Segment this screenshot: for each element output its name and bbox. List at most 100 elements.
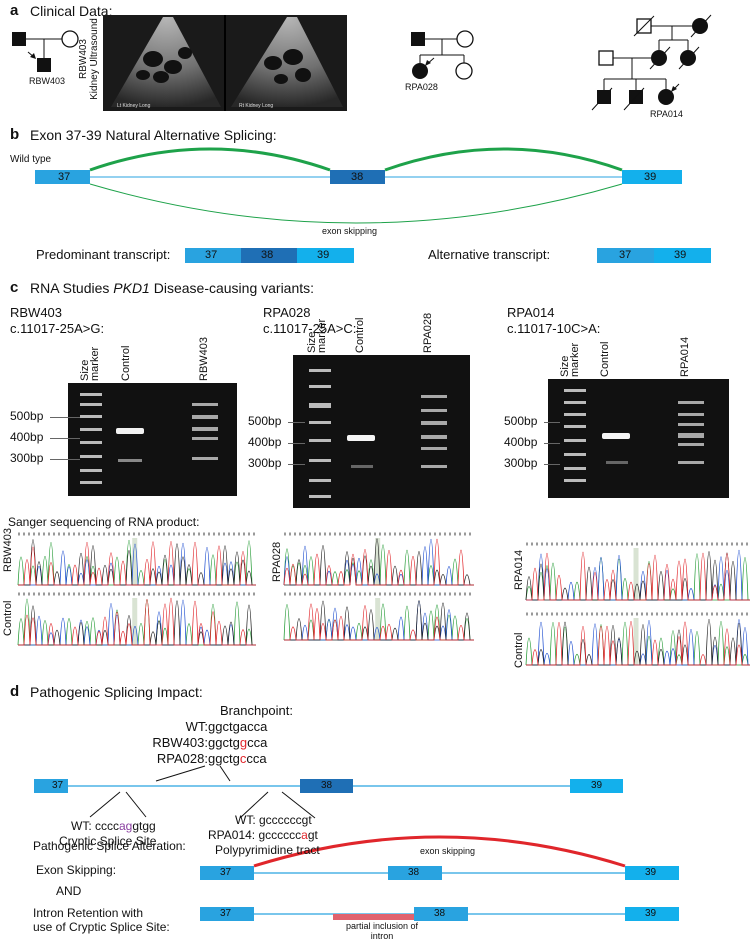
ir-exon-38-label: 38 (434, 908, 446, 919)
pedigree-label-rpa014: RPA014 (650, 109, 683, 119)
pedigree-label-rbw403: RBW403 (29, 76, 66, 86)
poly-title: Polypyrimidine tract (215, 843, 320, 857)
skip-exon-38: 38 (388, 866, 442, 880)
poly-rpa014-post: gt (307, 828, 318, 842)
ladder-tick (544, 464, 560, 465)
d-exon-38: 38 (300, 779, 353, 793)
panel-b-letter: b (10, 126, 20, 143)
branchpoint-rbw403-label: RBW403: (152, 735, 208, 750)
sequence-base: a (260, 735, 268, 750)
sequence-base: g (215, 719, 223, 734)
sequence-base: c (253, 735, 261, 750)
gel2-sample: RPA028 (263, 305, 311, 320)
panel-c-title-suffix: Disease-causing variants: (149, 280, 315, 296)
gel3-variant: c.11017-10C>A: (507, 321, 601, 336)
gel2-variant: c.11017-25A>C: (263, 321, 357, 336)
gel3-ladder-400bp: 400bp (504, 435, 538, 449)
d-exon-37-label: 37 (52, 780, 64, 791)
panel-c-title-gene: PKD1 (113, 280, 150, 296)
predominant-exon-39: 39 (297, 248, 354, 263)
alternative-exon-37: 37 (597, 248, 654, 263)
skip-exon-39: 39 (625, 866, 679, 880)
gel1-sample: RBW403 (10, 305, 63, 320)
gel3-ladder-500bp: 500bp (504, 414, 538, 428)
gel-image-rpa014 (548, 379, 729, 498)
gel1-ladder-400bp: 400bp (10, 430, 44, 444)
sequence-base: c (222, 719, 229, 734)
sanger-title: Sanger sequencing of RNA product: (8, 515, 200, 529)
panel-d-letter: d (10, 683, 20, 700)
gel2-ladder-300bp: 300bp (248, 456, 282, 470)
gel3-sample: RPA014 (507, 305, 555, 320)
sequence-base: t (228, 719, 233, 734)
ladder-tick (544, 443, 560, 444)
sequence-base: t (228, 751, 233, 766)
panel-c-title: RNA Studies PKD1 Disease-causing variant… (30, 280, 314, 296)
gel-image-rbw403 (68, 383, 237, 496)
branchpoint-wt-label: WT: (185, 719, 208, 734)
d-exon-39-label: 39 (591, 780, 603, 791)
panel-a-letter: a (10, 2, 19, 19)
d-exon-37: 37 (34, 779, 68, 793)
sequence-base: c (247, 719, 254, 734)
skip-exon-37-label: 37 (220, 867, 232, 878)
sequence-base: g (232, 735, 240, 750)
predominant-exon-39-label: 39 (317, 249, 330, 261)
alternative-exon-39: 39 (654, 248, 711, 263)
cryptic-wt-pre: cccc (95, 819, 119, 833)
d-exon-38-label: 38 (321, 780, 333, 791)
sequence-base: c (252, 751, 260, 766)
skip-exon-38-label: 38 (408, 867, 420, 878)
cryptic-wt-post: gtgg (132, 819, 156, 833)
exon-37-box (35, 170, 90, 184)
gel3-ladder-300bp: 300bp (504, 456, 538, 470)
exon-skipping-arc-label: exon skipping (420, 846, 476, 856)
sequence-base: a (260, 719, 268, 734)
exon-skipping-label-b: exon skipping (322, 226, 378, 236)
sequence-base: c (247, 735, 254, 750)
sequence-base: a (239, 719, 248, 734)
exon-37-label: 37 (58, 171, 71, 183)
skip-exon-37: 37 (200, 866, 254, 880)
sequence-base: c (222, 751, 229, 766)
skip-exon-39-label: 39 (645, 867, 657, 878)
panel-b-title: Exon 37-39 Natural Alternative Splicing: (30, 127, 277, 143)
ir-exon-39-label: 39 (645, 908, 657, 919)
sequence-base: g (232, 719, 240, 734)
branchpoint-rbw403-seq: ggctggcca (208, 735, 267, 750)
sequence-base: c (246, 751, 253, 766)
sequence-base: t (228, 735, 233, 750)
ladder-tick (288, 464, 305, 465)
poly-rpa014-red: a (301, 828, 308, 842)
ladder-tick (288, 422, 305, 423)
intron-label-line1: Intron Retention with (33, 906, 144, 920)
cryptic-wt-label: WT: (71, 819, 95, 833)
pedigree-label-rpa028: RPA028 (405, 82, 438, 92)
gel2-ladder-400bp: 400bp (248, 435, 282, 449)
ultrasound-caption-left: Lt Kidney Long (117, 103, 151, 109)
and-label: AND (56, 884, 82, 898)
branchpoint-wt-seq: ggctgacca (208, 719, 267, 734)
ladder-tick (50, 438, 80, 439)
sequence-base: g (208, 719, 216, 734)
exon-39-box (622, 170, 682, 184)
predominant-exon-37: 37 (185, 248, 241, 263)
branchpoint-title: Branchpoint: (220, 703, 293, 718)
cryptic-wt-purple: ag (119, 819, 133, 833)
ladder-tick (288, 443, 305, 444)
branchpoint-rpa028-seq: ggctgccca (208, 751, 267, 766)
poly-rpa014-label: RPA014: (208, 828, 259, 842)
gel1-variant: c.11017-25A>G: (10, 321, 105, 336)
sequence-base: c (222, 735, 229, 750)
cryptic-wt: WT: ccccaggtgg (71, 819, 156, 833)
exon-skipping-row-label: Exon Skipping: (36, 863, 117, 877)
exon-38-box (330, 170, 385, 184)
predominant-exon-38-label: 38 (261, 249, 274, 261)
ladder-tick (50, 417, 80, 418)
ladder-tick (50, 459, 80, 460)
gel1-ladder-300bp: 300bp (10, 451, 44, 465)
wild-type-label: Wild type (10, 154, 52, 165)
